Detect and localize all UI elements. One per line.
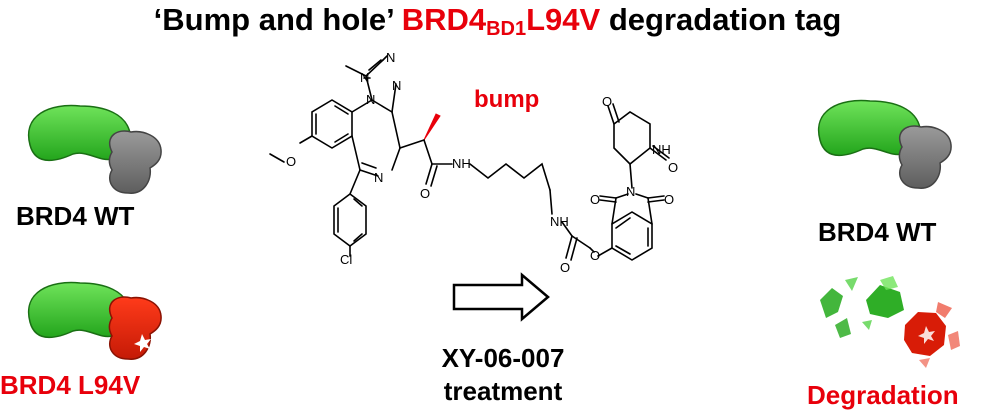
atom-o-amide-2: O <box>560 260 570 275</box>
hole-star-icon <box>134 334 151 352</box>
brd4-l94v-protein-left <box>27 281 162 360</box>
atom-nh-2: NH <box>550 214 569 229</box>
atom-n-triazole-3: N <box>392 78 401 93</box>
brd4-wt-label-right: BRD4 WT <box>818 217 937 247</box>
degradation-label: Degradation <box>807 380 959 410</box>
atom-o-glutarimide-1: O <box>668 160 678 175</box>
atom-n-triazole-2: N <box>386 50 395 65</box>
title-protein: BRD4BD1L94V <box>401 2 601 40</box>
treatment-label: treatment <box>443 376 563 406</box>
bump-label: bump <box>474 86 540 113</box>
brd4-wt-label-left: BRD4 WT <box>16 201 135 231</box>
atom-n-imide: N <box>626 184 635 199</box>
atom-o-ether: O <box>590 248 600 263</box>
atom-o-methoxy: O <box>286 154 296 169</box>
brd4-wt-protein-right <box>817 99 952 189</box>
atom-o-imide-1: O <box>590 192 600 207</box>
gray-domain <box>108 130 162 194</box>
brd4-wt-protein-left <box>27 104 162 194</box>
compound-name: XY-06-007 <box>441 343 565 373</box>
degraded-protein-fragments <box>820 276 960 368</box>
treatment-arrow <box>452 272 550 322</box>
atom-n-diazepine: N <box>374 170 383 185</box>
red-domain <box>108 296 162 360</box>
atom-nh-glutarimide: NH <box>652 142 671 157</box>
atom-o-imide-2: O <box>664 192 674 207</box>
atom-n-triazole-1: N <box>360 70 369 85</box>
figure-title: ‘Bump and hole’ BRD4BD1L94V degradation … <box>153 2 842 40</box>
brd4-l94v-label: BRD4 L94V <box>0 370 141 400</box>
atom-o-amide-1: O <box>420 186 430 201</box>
atom-n-triazole-bridge: N <box>366 92 375 107</box>
gray-domain <box>898 125 952 189</box>
atom-nh-1: NH <box>452 156 471 171</box>
atom-o-glutarimide-2: O <box>602 94 612 109</box>
chemical-structure <box>269 55 670 261</box>
atom-cl: Cl <box>340 252 352 267</box>
